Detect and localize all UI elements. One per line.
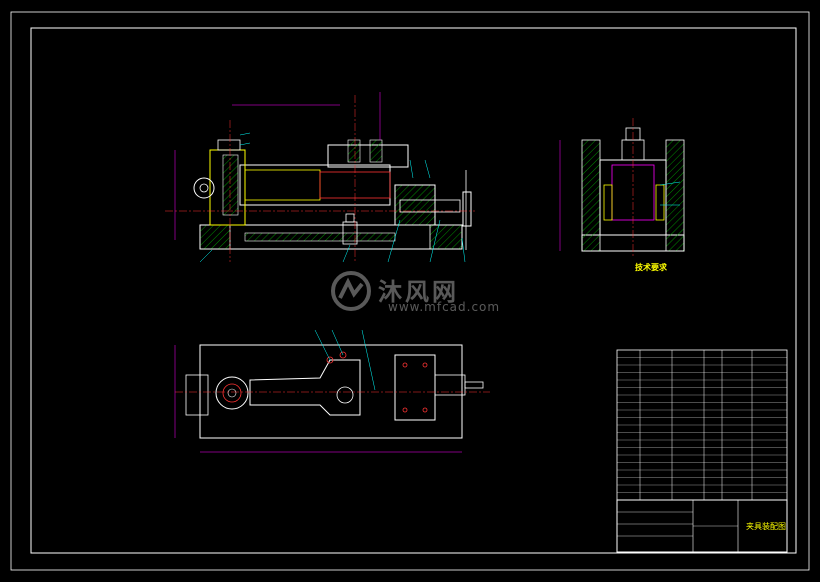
side-view bbox=[559, 118, 685, 258]
mfcad-logo-icon bbox=[331, 271, 371, 311]
tech-requirements-title: 技术要求 bbox=[635, 263, 667, 272]
title-block bbox=[616, 499, 788, 553]
watermark: 沐风网 www.mfcad.com bbox=[330, 268, 500, 318]
front-view bbox=[165, 92, 475, 263]
drawing-name: 夹具装配图 bbox=[746, 522, 786, 531]
top-view bbox=[174, 329, 490, 453]
watermark-url: www.mfcad.com bbox=[388, 300, 501, 314]
watermark-brand: 沐风网 bbox=[378, 278, 459, 306]
outer-frame bbox=[10, 11, 810, 571]
inner-frame bbox=[30, 27, 797, 554]
parts-list bbox=[616, 349, 788, 501]
